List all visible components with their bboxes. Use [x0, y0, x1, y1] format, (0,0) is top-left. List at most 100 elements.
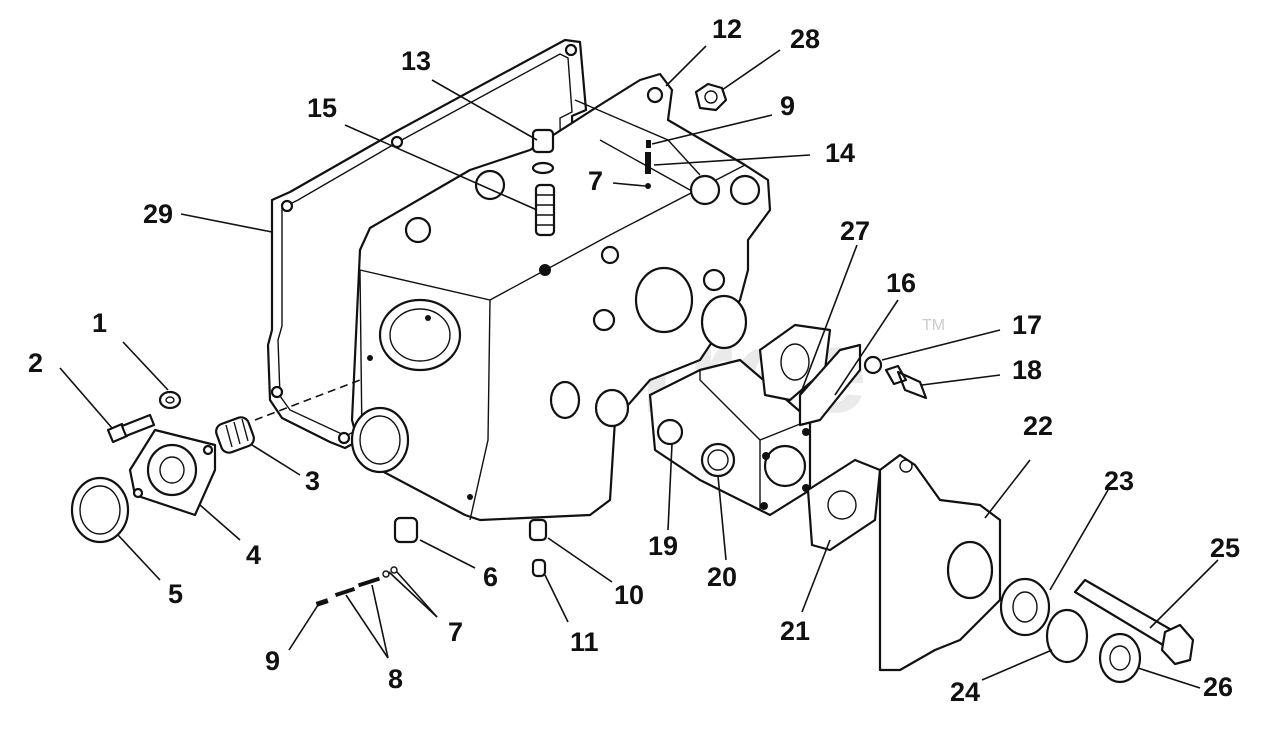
part-8-spring-a[interactable]	[334, 587, 356, 597]
housing-hole	[646, 86, 664, 104]
part-3-bearing[interactable]	[214, 415, 256, 455]
part-13-plug[interactable]	[531, 128, 555, 154]
housing-plug	[404, 216, 432, 244]
housing-dot	[425, 315, 431, 321]
spring-coils	[536, 194, 554, 226]
callout-6[interactable]: 6	[483, 562, 498, 592]
bearing-23-inner	[1012, 591, 1038, 623]
callout-7-top[interactable]: 7	[588, 166, 603, 196]
valve-block-edge	[699, 370, 811, 510]
callout-17[interactable]: 17	[1012, 310, 1042, 340]
gasket-hole	[564, 43, 578, 57]
callout-12[interactable]: 12	[712, 14, 742, 44]
flange-boss	[146, 443, 198, 497]
part-7-ball-low	[390, 566, 398, 574]
housing-port	[700, 294, 748, 350]
callout-2[interactable]: 2	[28, 348, 43, 378]
part-28-nut[interactable]	[694, 82, 728, 112]
part-2-bolt-shank	[120, 413, 156, 438]
callout-22[interactable]: 22	[1023, 411, 1053, 441]
housing-oring	[594, 388, 630, 428]
part-15-spring[interactable]	[534, 183, 556, 237]
housing-side-bore	[634, 266, 694, 334]
part-13-washer	[531, 161, 555, 175]
part-9-ball-top	[646, 140, 651, 148]
housing-boss	[689, 174, 721, 206]
valve-bolt	[762, 452, 770, 460]
part-19-plug[interactable]	[656, 418, 684, 446]
callout-10[interactable]: 10	[614, 580, 644, 610]
callout-28[interactable]: 28	[790, 24, 820, 54]
part-26-washer[interactable]	[1098, 632, 1142, 684]
washer-26-hole	[1109, 645, 1131, 671]
callout-9-top[interactable]: 9	[780, 91, 795, 121]
part-25-bolt-head	[1160, 623, 1195, 666]
part-11-pin[interactable]	[531, 558, 547, 578]
watermark-tm: TM	[922, 317, 945, 334]
callout-26[interactable]: 26	[1203, 672, 1233, 702]
housing-edge	[469, 299, 491, 521]
callout-8[interactable]: 8	[388, 664, 403, 694]
callout-21[interactable]: 21	[780, 616, 810, 646]
plug-inner	[707, 449, 729, 471]
leader-lines	[59, 45, 1219, 689]
axis-line	[254, 379, 361, 421]
valve-bolt	[802, 428, 810, 436]
callout-3[interactable]: 3	[305, 466, 320, 496]
housing-screw	[539, 264, 551, 276]
part-14-spring[interactable]	[645, 152, 651, 174]
housing-lower-bore	[350, 406, 410, 474]
part-17-washer[interactable]	[863, 355, 883, 375]
part-24-ring[interactable]	[1045, 608, 1089, 664]
part-21-gasket[interactable]	[806, 458, 882, 552]
bracket-bore	[946, 540, 994, 600]
callout-4[interactable]: 4	[246, 540, 261, 570]
callout-15[interactable]: 15	[307, 93, 337, 123]
part-12-housing[interactable]	[350, 72, 772, 522]
callout-27[interactable]: 27	[840, 216, 870, 246]
housing-lower-bore-inner	[359, 415, 401, 465]
housing-bore-inner	[389, 308, 451, 362]
nut-hole	[704, 90, 718, 104]
part-10-pin[interactable]	[528, 518, 548, 542]
callout-25[interactable]: 25	[1210, 533, 1240, 563]
callout-19[interactable]: 19	[648, 531, 678, 561]
callout-13[interactable]: 13	[401, 46, 431, 76]
part-5-seal[interactable]	[70, 476, 130, 544]
callout-18[interactable]: 18	[1012, 355, 1042, 385]
callout-23[interactable]: 23	[1104, 466, 1134, 496]
callout-29[interactable]: 29	[143, 199, 173, 229]
gasket-hole	[270, 385, 284, 399]
callout-20[interactable]: 20	[707, 562, 737, 592]
callout-1[interactable]: 1	[92, 308, 107, 338]
part-23-bearing[interactable]	[999, 577, 1051, 637]
housing-bore	[378, 298, 462, 372]
flange-bolt-hole	[202, 444, 214, 456]
callout-5[interactable]: 5	[168, 579, 183, 609]
callout-16[interactable]: 16	[886, 268, 916, 298]
part-1-washer[interactable]	[158, 390, 182, 410]
housing-boss	[702, 268, 726, 292]
part-6-plug[interactable]	[393, 516, 419, 544]
part-7-ball-top	[645, 183, 651, 189]
callout-24[interactable]: 24	[950, 677, 980, 707]
housing-edge	[359, 269, 363, 441]
part-8-spring-b	[357, 576, 381, 588]
gasket-hole	[337, 431, 351, 445]
callout-9-low[interactable]: 9	[265, 646, 280, 676]
callout-7-low[interactable]: 7	[448, 617, 463, 647]
callout-14[interactable]: 14	[825, 138, 855, 168]
housing-dot	[367, 355, 373, 361]
bearing-rollers	[225, 418, 249, 448]
housing-boss	[729, 174, 761, 206]
gasket-21-hole	[827, 490, 857, 520]
part-22-bracket[interactable]	[878, 453, 1002, 672]
part-16-gasket[interactable]	[798, 343, 862, 427]
housing-oring	[549, 380, 581, 420]
washer-hole	[165, 396, 175, 404]
part-20-spring-plug[interactable]	[700, 442, 736, 478]
housing-hole	[600, 245, 620, 265]
part-18-bolt[interactable]	[884, 364, 928, 400]
callout-11[interactable]: 11	[570, 627, 599, 657]
